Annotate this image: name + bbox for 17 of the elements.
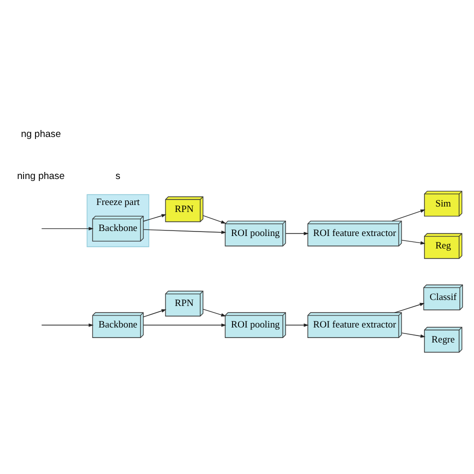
arrow [202, 215, 226, 224]
arrow [41, 226, 94, 230]
arrow [285, 232, 309, 236]
arrow [143, 309, 166, 318]
arrow [41, 323, 94, 327]
arrow [394, 302, 425, 313]
arrow [285, 323, 309, 327]
label: ng phase [20, 128, 61, 140]
arrow [143, 323, 226, 327]
arrow [401, 240, 426, 245]
label: ning phase [17, 171, 65, 182]
arrow [143, 229, 226, 234]
arrow [392, 210, 426, 222]
arrow [143, 214, 166, 222]
label: s [116, 171, 120, 182]
arrow [401, 332, 426, 338]
arrow [202, 308, 226, 316]
